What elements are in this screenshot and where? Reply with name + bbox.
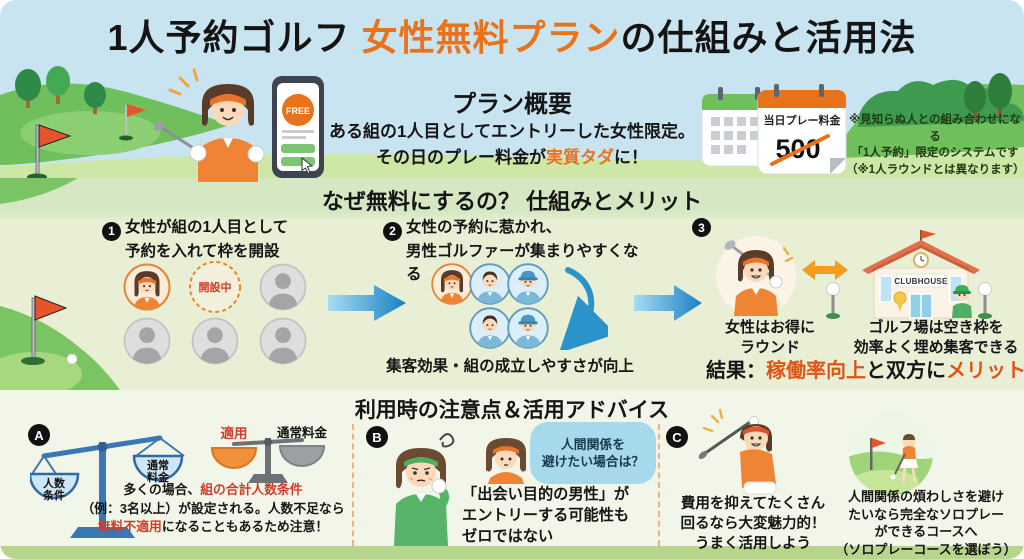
strikethrough-line xyxy=(770,134,830,166)
advice-c-left-text: 費用を抑えてたくさん 回るなら大変魅力的！ うまく活用しよう xyxy=(680,496,826,552)
small-scale: 適用 通常料金 xyxy=(210,425,328,483)
svg-text:通常: 通常 xyxy=(147,458,169,472)
cursor-icon xyxy=(301,156,314,175)
empty-avatar xyxy=(261,265,306,313)
empty-avatar xyxy=(193,319,238,367)
step1-slots-illustration: 開設中 xyxy=(118,261,318,368)
note-line1: ※見知らぬ人との組み合わせになる xyxy=(848,114,1022,143)
woman-avatar xyxy=(125,265,170,313)
bottom-grass-strip xyxy=(0,546,1024,559)
title-part2: の仕組みと活用法 xyxy=(620,17,917,58)
sparkle-icon xyxy=(782,246,794,263)
golf-flag-icon xyxy=(21,295,68,365)
mechanism-heading: なぜ無料にするの？ 仕組みとメリット xyxy=(321,189,703,214)
normal-fee-label: 通常料金 xyxy=(277,425,328,440)
note-line3: （※1人ラウンドとは異なります） xyxy=(846,164,1024,177)
step2-group-illustration xyxy=(428,262,608,350)
title-highlight: 女性無料プラン xyxy=(361,17,621,58)
svg-text:条件: 条件 xyxy=(42,488,65,502)
man-avatar xyxy=(470,264,510,306)
svg-text:料金: 料金 xyxy=(147,470,170,484)
sparkle-icon xyxy=(168,68,199,96)
double-arrow-icon xyxy=(802,260,848,280)
advice-c-badge: C xyxy=(666,426,688,448)
arrow-right-icon xyxy=(328,285,406,321)
big-scale: 人数 条件 通常 料金 xyxy=(30,435,185,538)
advice-a-badge: A xyxy=(28,424,50,446)
golf-flag-icon xyxy=(119,104,146,141)
swinging-golfer-illustration xyxy=(698,408,777,495)
worried-woman-illustration xyxy=(394,433,455,546)
step2-caption: 集客効果・組の成立しやすさが向上 xyxy=(386,358,634,375)
advice-c-right-text: 人間関係の煩わしさを避け たいなら完全なソロプレー ができるコースへ （ソロプレ… xyxy=(835,489,1017,557)
open-slot-circle xyxy=(189,261,241,313)
note-line2: 「1人予約」限定のシステムです xyxy=(851,147,1019,160)
golf-tee-ball-icon xyxy=(978,282,992,319)
man-avatar xyxy=(508,264,548,306)
step3-result: 結果：稼働率向上と双方にメリット xyxy=(706,360,1024,382)
applied-label: 適用 xyxy=(221,425,248,441)
advice-heading: 利用時の注意点＆活用アドバイス xyxy=(354,399,670,422)
step2-number-badge: 2 xyxy=(383,222,402,242)
solo-play-scene-illustration xyxy=(849,411,933,495)
arrow-right-icon xyxy=(634,285,702,321)
advice-a-text: 多くの場合、組の合計人数条件 （例：3名以上）が設定される。人数不足なら 無料不… xyxy=(81,482,345,534)
step3-number-badge: 3 xyxy=(692,218,711,237)
man-avatar xyxy=(470,308,510,350)
plan-note: ※見知らぬ人との組み合わせになる 「1人予約」限定のシステムです （※1人ラウン… xyxy=(846,112,1024,179)
step1-number-badge: 1 xyxy=(102,222,121,242)
title-part1: 1人予約ゴルフ xyxy=(107,17,362,58)
calendar-label: 当日プレー料金 xyxy=(764,113,842,127)
golf-ball-icon xyxy=(66,353,78,365)
advice-b-badge: B xyxy=(366,426,388,448)
worry-squiggle-icon xyxy=(439,433,455,448)
golf-tee-ball-icon xyxy=(826,282,840,319)
column-divider xyxy=(658,424,660,546)
plan-overview: プラン概要 ある組の1人目としてエントリーした女性限定。 その日のプレー料金が実… xyxy=(312,84,712,172)
column-divider xyxy=(352,424,354,546)
golf-course-left-edge xyxy=(0,178,120,390)
cycle-arrow-icon xyxy=(558,267,608,350)
speech-bubble-icon: 人間関係を 避けたい場合は？ xyxy=(530,422,656,484)
plan-overview-line2: その日のプレー料金が実質タダに！ xyxy=(376,148,648,168)
open-slot-label: 開設中 xyxy=(199,280,232,294)
calendar-icon: 当日プレー料金 500 xyxy=(701,84,847,175)
plan-overview-line1: ある組の1人目としてエントリーした女性限定。 xyxy=(329,122,695,141)
balance-scale-icon: 人数 条件 通常 料金 適用 通常料金 xyxy=(30,425,328,538)
staff-person xyxy=(952,285,972,318)
empty-avatar xyxy=(125,319,170,367)
questioning-woman-illustration xyxy=(486,438,526,484)
man-avatar xyxy=(508,308,548,350)
step3-right-caption: ゴルフ場は空き枠を 効率よく埋め集客できる xyxy=(853,319,1019,357)
empty-avatar xyxy=(261,319,306,367)
sparkle-icon xyxy=(702,408,724,433)
woman-with-smartphone-illustration: FREE xyxy=(153,68,324,182)
step3-left-caption: 女性はお得に ラウンド xyxy=(724,319,815,357)
clubhouse-icon: CLUBHOUSE xyxy=(862,230,980,319)
golf-flag-icon xyxy=(27,124,72,180)
happy-woman-golfer-illustration xyxy=(716,236,796,316)
free-badge: FREE xyxy=(286,106,310,116)
plan-overview-text: ある組の1人目としてエントリーした女性限定。 その日のプレー料金が実質タダに！ xyxy=(312,119,712,172)
clubhouse-sign: CLUBHOUSE xyxy=(894,277,948,286)
woman-avatar xyxy=(432,264,472,306)
page-title: 1人予約ゴルフ 女性無料プランの仕組みと活用法 xyxy=(0,9,1024,61)
plan-overview-heading: プラン概要 xyxy=(452,91,572,118)
advice-b-text: 「出会い目的の男性」が エントリーする可能性も ゼロではない xyxy=(462,486,630,545)
svg-text:人数: 人数 xyxy=(43,476,66,490)
smartphone-icon: FREE xyxy=(272,76,324,178)
